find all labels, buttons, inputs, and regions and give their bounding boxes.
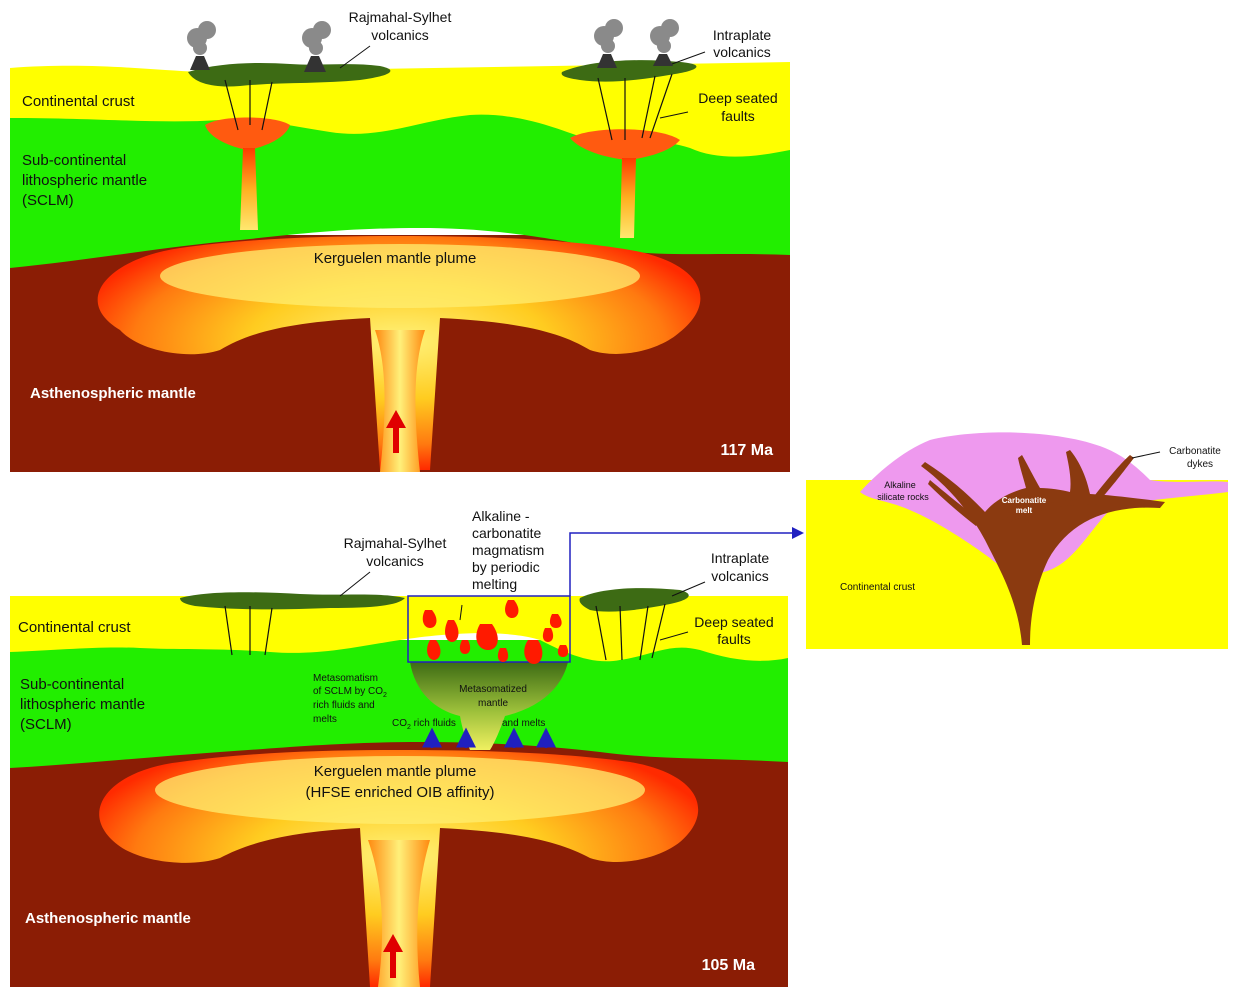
sclm-label-top-3: (SCLM): [22, 192, 74, 209]
plume-label-bottom: Kerguelen mantle plume: [314, 763, 477, 780]
volcanics-left: [180, 592, 405, 609]
arrowhead-icon: [792, 527, 804, 539]
sclm-label-bottom-3: (SCLM): [20, 716, 72, 733]
faults-label-bottom-2: faults: [717, 631, 750, 647]
asthenosphere-label-bottom: Asthenospheric mantle: [25, 910, 191, 927]
rajmahal-sylhet-label-top: Rajmahal-Sylhet: [349, 9, 452, 25]
age-label-105: 105 Ma: [702, 957, 755, 974]
rajmahal-sylhet-label-bottom: Rajmahal-Sylhet: [344, 535, 447, 551]
alkaline-label-4: by periodic: [472, 559, 540, 575]
asthenosphere-label-top: Asthenospheric mantle: [30, 385, 196, 402]
inset-crust-label: Continental crust: [840, 582, 915, 593]
panel-117-ma: Rajmahal-Sylhet volcanics Intraplate vol…: [10, 9, 790, 472]
plume-label-bottom-2: (HFSE enriched OIB affinity): [306, 784, 495, 801]
rajmahal-sylhet-label-top-2: volcanics: [371, 27, 429, 43]
carbonatite-melt-label-2: melt: [1016, 506, 1033, 515]
alkaline-label: Alkaline -: [472, 508, 530, 524]
alkaline-label-2: carbonatite: [472, 525, 541, 541]
alkaline-label-3: magmatism: [472, 542, 544, 558]
faults-label-top-2: faults: [721, 108, 754, 124]
sclm-label-bottom: Sub-continental: [20, 676, 124, 693]
carbonatite-dykes-label: Carbonatite: [1169, 446, 1221, 457]
sclm-label-top-2: lithospheric mantle: [22, 172, 147, 189]
faults-label-bottom: Deep seated: [694, 614, 773, 630]
panel-105-ma: Rajmahal-Sylhet volcanics Alkaline - car…: [10, 508, 788, 987]
plume-label-top: Kerguelen mantle plume: [314, 250, 477, 267]
carbonatite-dykes-label-2: dykes: [1187, 459, 1213, 470]
feeder-right: [620, 158, 636, 238]
leader-line-carbonatite: [1132, 452, 1160, 458]
intraplate-label-top: Intraplate: [713, 27, 772, 43]
continental-crust-label-bottom: Continental crust: [18, 619, 131, 636]
metasomatism-label-4: melts: [313, 714, 337, 725]
carbonatite-melt-label: Carbonatite: [1002, 496, 1047, 505]
sclm-label-top: Sub-continental: [22, 152, 126, 169]
feeder-left: [240, 148, 258, 230]
metasomatism-label: Metasomatism: [313, 673, 378, 684]
sclm-label-bottom-2: lithospheric mantle: [20, 696, 145, 713]
age-label-117: 117 Ma: [721, 442, 774, 459]
and-melts-label: and melts: [502, 718, 545, 729]
faults-label-top: Deep seated: [698, 90, 777, 106]
metasomatized-mantle-label: Metasomatized: [459, 684, 527, 695]
alkaline-silicate-label: Alkaline: [884, 480, 916, 490]
intraplate-label-bottom-2: volcanics: [711, 568, 769, 584]
alkaline-silicate-label-2: silicate rocks: [877, 492, 929, 502]
intraplate-label-top-2: volcanics: [713, 44, 771, 60]
continental-crust-label-top: Continental crust: [22, 93, 135, 110]
metasomatism-label-3: rich fluids and: [313, 700, 375, 711]
intraplate-label-bottom: Intraplate: [711, 550, 770, 566]
alkaline-label-5: melting: [472, 576, 517, 592]
metasomatized-mantle-label-2: mantle: [478, 698, 508, 709]
inset-carbonatite-complex: Carbonatite dykes Alkaline silicate rock…: [806, 432, 1228, 649]
rajmahal-sylhet-label-bottom-2: volcanics: [366, 553, 424, 569]
